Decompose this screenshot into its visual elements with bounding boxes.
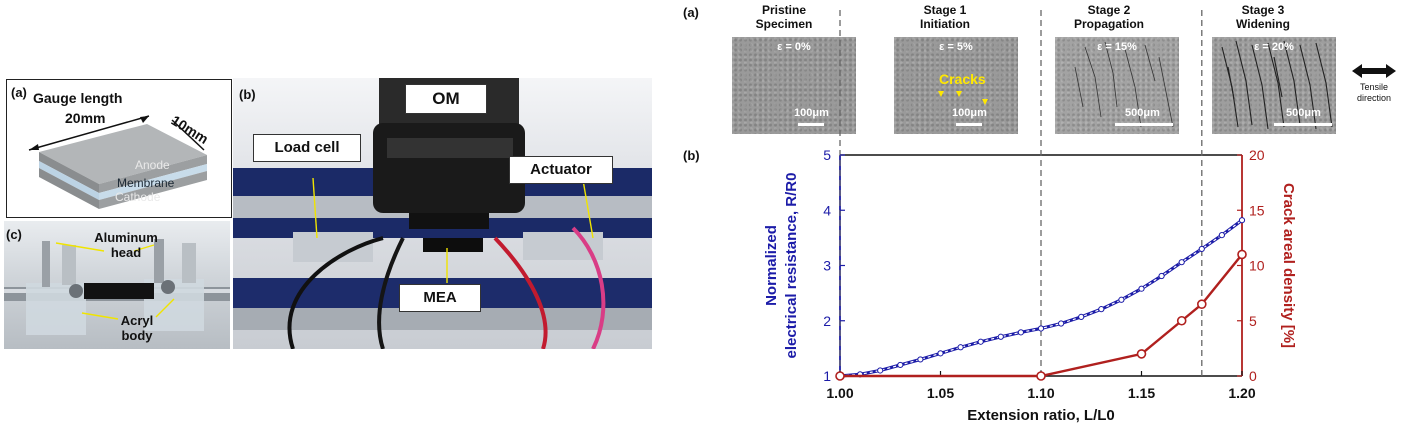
scale-label-2: 500μm [1125,107,1160,119]
y-left-tick-label-1: 2 [823,313,831,329]
x-tick-label-2: 1.10 [1027,385,1054,401]
crack-density-point-2 [1136,349,1147,359]
panel-label-b-photo: (b) [239,87,256,102]
holder-photo: (c) Aluminum head Acryl body [4,221,230,349]
x-tick-label-3: 1.15 [1128,385,1155,401]
strain-label-3: ε = 20% [1254,41,1294,53]
gauge-length-label: Gauge length [33,90,123,106]
crack-lines-2 [1074,41,1174,128]
resistance-point-15 [1138,285,1145,292]
gauge-arrow [28,115,150,151]
y-right-label: Crack areal density [%] [1280,183,1297,348]
crack-density-point-4 [1197,299,1207,309]
resistance-point-9 [1017,329,1025,336]
label-mea: MEA [399,284,481,312]
resistance-point-11 [1058,320,1065,327]
schematic-panel: (a) Gauge length 20mm 10mm Anode Membran… [6,79,232,218]
y-right-tick-label-4: 20 [1249,147,1265,163]
label-load-cell: Load cell [253,134,361,162]
resistance-point-8 [997,333,1004,340]
y-right-tick-label-0: 0 [1249,368,1257,384]
label-actuator: Actuator [509,156,613,184]
strain-label-1: ε = 5% [939,41,973,53]
resistance-point-19 [1218,232,1226,239]
scale-label-0: 100μm [794,107,829,119]
crack-arrows [938,91,988,105]
crack-lines-3 [1221,40,1333,130]
series-line-crack-density [840,253,1243,378]
x-axis-label: Extension ratio, L/L0 [967,407,1115,424]
y-left-tick-label-3: 4 [823,202,831,218]
crack-density-point-3 [1176,315,1187,326]
layer-membrane: Membrane [117,176,175,190]
resistance-point-12 [1078,313,1085,320]
y-left-label-line2: electrical resistance, R/R0 [783,173,800,359]
y-right-tick-label-1: 5 [1249,313,1257,329]
scale-label-1: 100μm [952,107,987,119]
panel-label-a-micro: (a) [683,5,699,20]
y-right-tick-label-2: 10 [1249,258,1265,274]
cracks-label: Cracks [939,71,986,87]
scale-bar-0 [798,123,824,126]
resistance-point-14 [1118,296,1125,303]
label-acryl-body: Acryl body [120,313,154,343]
y-left-label-line1: Normalized [763,225,780,306]
resistance-point-3 [897,361,904,369]
scale-bar-3 [1274,123,1332,126]
micrograph-stage2: ε = 15% 500μm [1055,37,1179,134]
strain-label-0: ε = 0% [777,41,811,53]
x-tick-label-0: 1.00 [826,385,853,401]
label-aluminum-head: Aluminum head [94,230,158,260]
width-arrow [171,119,205,151]
setup-photo-drawing [233,78,652,349]
panel-label-a: (a) [11,85,27,100]
layer-anode: Anode [135,158,170,172]
resistance-point-10 [1037,325,1045,332]
resistance-point-4 [917,356,924,363]
y-left-tick-label-4: 5 [823,147,831,163]
panel-label-b-chart: (b) [683,148,700,163]
micrograph-pristine: ε = 0% 100μm [732,37,856,134]
scale-label-3: 500μm [1286,107,1321,119]
resistance-point-13 [1098,306,1105,313]
holder-photo-drawing [4,239,230,335]
resistance-point-20 [1238,217,1246,224]
panel-label-c: (c) [6,227,22,242]
setup-photo: (b) OM Load cell Actuator MEA [233,78,652,349]
resistance-point-2 [877,367,884,374]
crack-density-point-5 [1237,249,1247,260]
x-tick-label-1: 1.05 [927,385,954,401]
x-tick-label-4: 1.20 [1228,385,1255,401]
gauge-length-value: 20mm [65,110,106,126]
layer-cathode: Cathode [115,190,161,204]
crack-density-point-1 [1036,371,1046,381]
strain-label-2: ε = 15% [1097,41,1137,53]
label-om: OM [405,84,487,114]
resistance-point-18 [1198,245,1205,253]
resistance-point-16 [1158,272,1165,280]
resistance-point-5 [937,350,944,357]
micrograph-stage1: ε = 5% Cracks 100μm [894,37,1018,134]
double-arrow-icon [1352,64,1396,78]
crack-density-point-0 [835,371,845,381]
y-left-tick-label-2: 3 [823,258,831,274]
micrograph-stage3: ε = 20% 500μm [1212,37,1336,134]
resistance-point-17 [1178,259,1185,266]
specimen-drawing [28,115,207,209]
y-left-tick-label-0: 1 [823,368,831,384]
resistance-point-7 [977,338,984,345]
y-right-tick-label-3: 15 [1249,202,1265,218]
scale-bar-1 [956,123,982,126]
scale-bar-2 [1115,123,1173,126]
resistance-point-6 [957,344,964,351]
